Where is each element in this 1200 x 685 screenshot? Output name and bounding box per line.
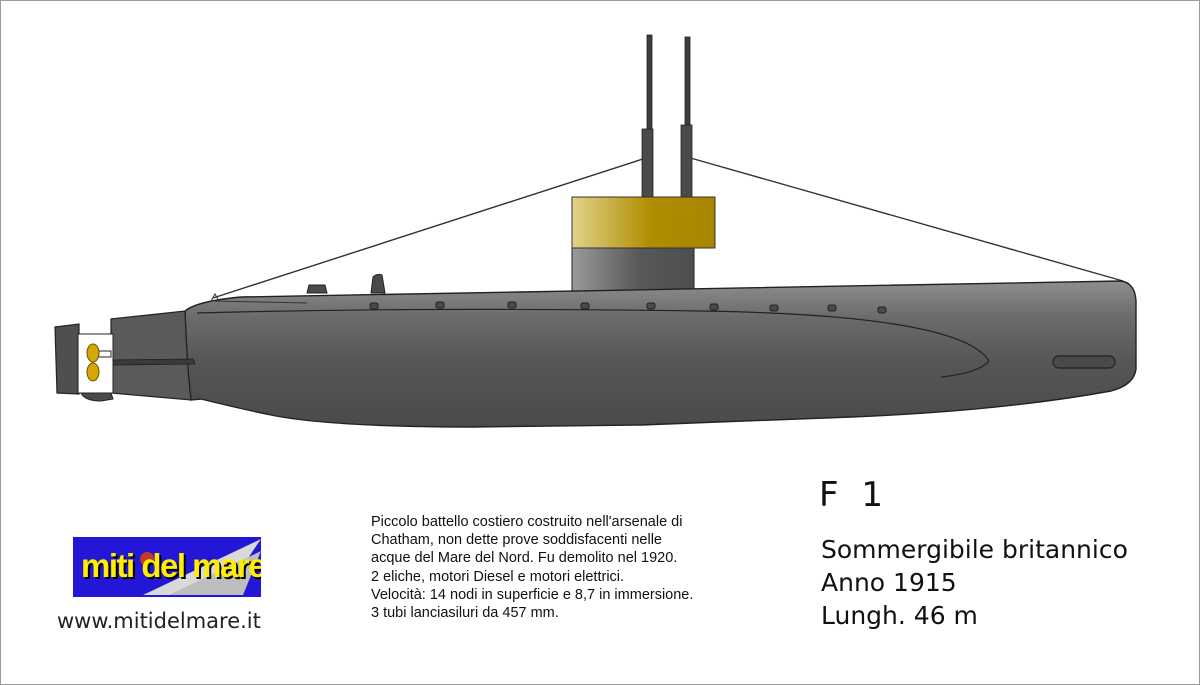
description-line: 3 tubi lanciasiluri da 457 mm.	[371, 605, 559, 622]
spec-year: Anno 1915	[821, 568, 957, 597]
periscope-base-left	[641, 128, 654, 200]
porthole	[435, 301, 445, 309]
porthole	[769, 304, 779, 312]
spec-length: Lungh. 46 m	[821, 601, 978, 630]
propeller-blade-upper	[86, 343, 100, 363]
description-line: acque del Mare del Nord. Fu demolito nel…	[371, 550, 678, 567]
forward-rigging-wire	[212, 156, 650, 299]
logo-text: miti del mare	[81, 547, 261, 584]
periscope-base-right	[680, 124, 693, 200]
submarine-hull	[184, 280, 1137, 428]
logo-wing-icon	[140, 539, 261, 595]
deck-fitting-vent	[370, 273, 386, 294]
porthole	[646, 302, 656, 310]
description-text: Piccolo battello costiero costruito nell…	[371, 513, 771, 622]
porthole	[507, 301, 517, 309]
propeller-frame	[77, 333, 114, 394]
spec-type: Sommergibile britannico	[821, 535, 1128, 564]
aft-rigging-wire	[686, 156, 1124, 282]
stern-section	[110, 310, 192, 401]
model-name: F 1	[819, 475, 889, 515]
porthole	[877, 306, 887, 314]
stern-keel	[80, 392, 114, 402]
rudder	[54, 323, 80, 395]
description-line: Chatham, non dette prove soddisfacenti n…	[371, 532, 662, 549]
porthole-row	[369, 301, 887, 314]
bow-jackstaff	[210, 292, 220, 302]
propeller-blade-lower	[86, 362, 100, 382]
conning-tower	[571, 244, 695, 296]
conning-tower-bridge	[571, 196, 716, 249]
deck-line	[212, 300, 308, 304]
hull-ballast-line	[196, 308, 990, 378]
description-line: Velocità: 14 nodi in superficie e 8,7 in…	[371, 586, 694, 603]
description-line: 2 eliche, motori Diesel e motori elettri…	[371, 568, 625, 585]
description-line: Piccolo battello costiero costruito nell…	[371, 514, 683, 530]
miti-del-mare-logo[interactable]: miti del mare	[73, 537, 261, 597]
porthole	[827, 304, 837, 312]
bow-hydroplane-slot	[1052, 355, 1116, 369]
porthole	[369, 302, 379, 310]
porthole	[580, 302, 590, 310]
deck-fitting-hatch	[306, 284, 328, 294]
stern-hydroplane	[112, 358, 196, 366]
website-link[interactable]: www.mitidelmare.it	[57, 609, 261, 633]
porthole	[709, 303, 719, 311]
